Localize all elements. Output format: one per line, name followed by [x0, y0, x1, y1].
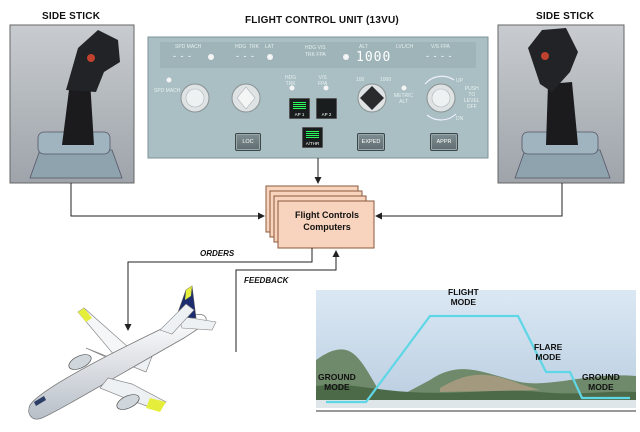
athr-button[interactable]: A/THR: [302, 127, 323, 148]
side-stick-right-image: [497, 24, 625, 184]
connector-left-stick: [70, 183, 265, 220]
side-stick-left-label: SIDE STICK: [42, 11, 101, 22]
feedback-arrow: [235, 250, 340, 352]
orders-arrow: [124, 248, 313, 331]
feedback-label: FEEDBACK: [244, 276, 289, 285]
hdg-label: HDG: [235, 44, 247, 50]
fcu-title: FLIGHT CONTROL UNIT (13VU): [245, 15, 399, 26]
trk-fpa-label: TRK FPA: [305, 52, 326, 58]
aircraft-image: [28, 285, 217, 420]
loc-button[interactable]: LOC: [235, 133, 261, 151]
side-stick-right-label: SIDE STICK: [536, 11, 595, 22]
ap2-button[interactable]: AP 2: [316, 98, 337, 119]
speed-display: - - -: [173, 51, 192, 61]
vs-display: - - - -: [426, 51, 453, 61]
orders-label: ORDERS: [200, 249, 235, 258]
flight-controls-computers-box: [265, 185, 375, 249]
appr-button[interactable]: APPR: [430, 133, 458, 151]
fc-computers-label: Flight Controls Computers: [295, 210, 359, 232]
side-stick-left-image: [9, 24, 135, 184]
alt-100-label: 100: [356, 77, 365, 83]
ap1-button[interactable]: AP 1: [289, 98, 310, 119]
dn-label: DN: [456, 116, 464, 122]
flight-path-line: [326, 314, 630, 404]
lat-label: LAT: [265, 44, 274, 50]
vs-fpa-label: V/S FPA: [431, 44, 450, 50]
up-label: UP: [456, 78, 463, 84]
spd-mach-button-label: SPD MACH: [154, 88, 181, 94]
flight-profile-scene: [316, 290, 636, 412]
lvl-ch-label: LVL/CH: [396, 44, 414, 50]
expedite-button[interactable]: EXPED: [357, 133, 385, 151]
heading-display: - - -: [236, 51, 255, 61]
alt-1000-label: 1000: [380, 77, 392, 83]
hdg-vs-label: HDG V/S: [305, 45, 326, 51]
connector-right-stick: [375, 183, 563, 220]
alt-label: ALT: [359, 44, 368, 50]
trk-label: TRK: [249, 44, 259, 50]
spd-mach-label: SPD MACH: [175, 44, 202, 50]
altitude-display: 1000: [356, 50, 392, 65]
